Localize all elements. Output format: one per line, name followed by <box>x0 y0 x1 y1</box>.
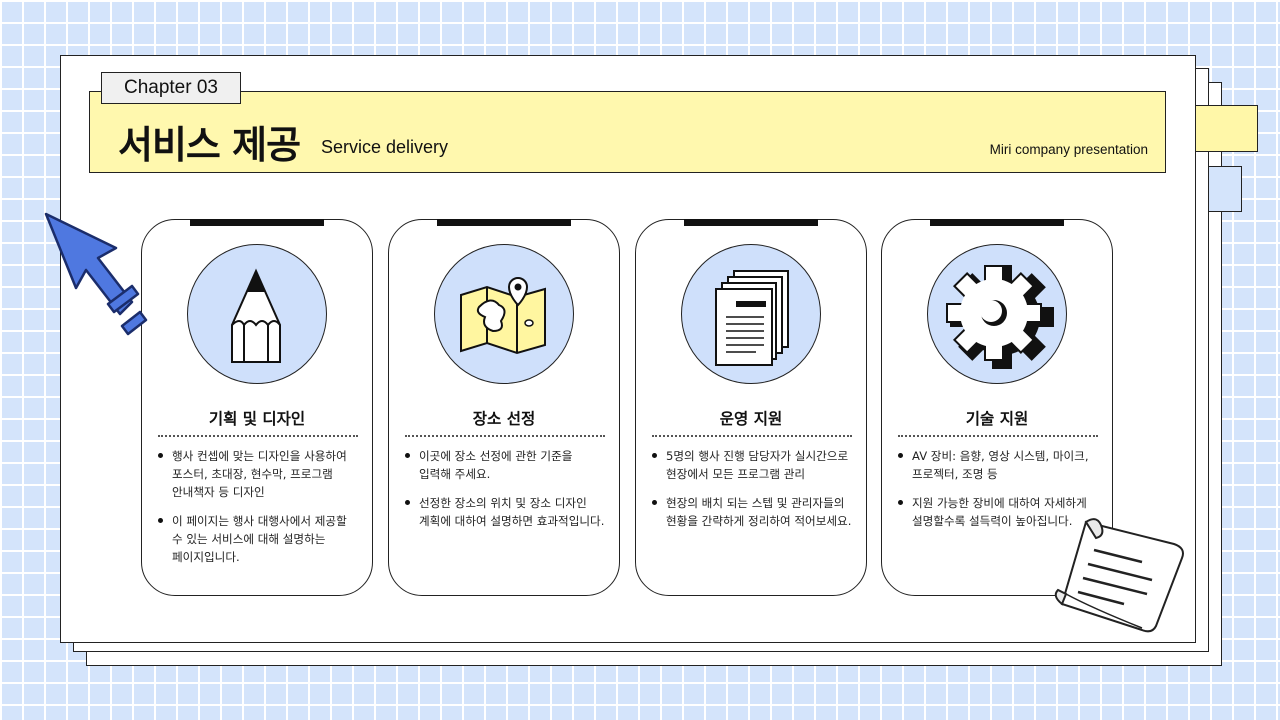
dotted-divider <box>898 435 1098 437</box>
card-title: 기획 및 디자인 <box>208 410 306 428</box>
list-item: 행사 컨셉에 맞는 디자인을 사용하여 포스터, 초대장, 현수막, 프로그램 … <box>158 447 360 501</box>
blue-side-tab <box>1208 166 1242 212</box>
bullet-list: 이곳에 장소 선정에 관한 기준을 입력해 주세요. 선정한 장소의 위치 및 … <box>405 447 607 541</box>
yellow-side-tab <box>1195 105 1258 152</box>
service-card-operations: 운영 지원 5명의 행사 진행 담당자가 실시간으로 현장에서 모든 프로그램 … <box>635 219 867 596</box>
card-top-bar <box>684 219 818 226</box>
icon-circle <box>187 244 327 384</box>
list-item: 이 페이지는 행사 대행사에서 제공할 수 있는 서비스에 대해 설명하는 페이… <box>158 512 360 566</box>
cursor-arrow-icon <box>44 212 148 336</box>
service-card-planning: 기획 및 디자인 행사 컨셉에 맞는 디자인을 사용하여 포스터, 초대장, 현… <box>141 219 373 596</box>
pencil-icon <box>231 268 281 363</box>
title-banner: 서비스 제공 Service delivery Miri company pre… <box>89 91 1166 173</box>
documents-icon <box>715 270 789 366</box>
service-card-venue: 장소 선정 이곳에 장소 선정에 관한 기준을 입력해 주세요. 선정한 장소의… <box>388 219 620 596</box>
gear-icon <box>946 265 1054 369</box>
card-top-bar <box>437 219 571 226</box>
bullet-list: 5명의 행사 진행 담당자가 실시간으로 현장에서 모든 프로그램 관리 현장의… <box>652 447 854 541</box>
dotted-divider <box>652 435 852 437</box>
card-title: 장소 선정 <box>472 410 536 428</box>
list-item: 현장의 배치 되는 스텝 및 관리자들의 현황을 간략하게 정리하여 적어보세요… <box>652 494 854 530</box>
list-item: 5명의 행사 진행 담당자가 실시간으로 현장에서 모든 프로그램 관리 <box>652 447 854 483</box>
card-top-bar <box>930 219 1064 226</box>
company-label: Miri company presentation <box>989 142 1148 157</box>
list-item: 선정한 장소의 위치 및 장소 디자인 계획에 대하여 설명하면 효과적입니다. <box>405 494 607 530</box>
dotted-divider <box>158 435 358 437</box>
paper-scroll-icon <box>1054 518 1184 633</box>
page-title: 서비스 제공 <box>118 123 301 167</box>
page-subtitle: Service delivery <box>321 137 449 157</box>
list-item: 이곳에 장소 선정에 관한 기준을 입력해 주세요. <box>405 447 607 483</box>
list-item: 지원 가능한 장비에 대하여 자세하게 설명할수록 설득력이 높아집니다. <box>898 494 1100 530</box>
map-icon <box>460 277 546 355</box>
chapter-tag: Chapter 03 <box>101 72 241 104</box>
card-title: 기술 지원 <box>965 410 1029 428</box>
bullet-list: AV 장비: 음향, 영상 시스템, 마이크, 프로젝터, 조명 등 지원 가능… <box>898 447 1100 541</box>
card-title: 운영 지원 <box>719 410 783 428</box>
icon-circle <box>927 244 1067 384</box>
icon-circle <box>681 244 821 384</box>
service-card-tech: 기술 지원 AV 장비: 음향, 영상 시스템, 마이크, 프로젝터, 조명 등… <box>881 219 1113 596</box>
list-item: AV 장비: 음향, 영상 시스템, 마이크, 프로젝터, 조명 등 <box>898 447 1100 483</box>
dotted-divider <box>405 435 605 437</box>
icon-circle <box>434 244 574 384</box>
bullet-list: 행사 컨셉에 맞는 디자인을 사용하여 포스터, 초대장, 현수막, 프로그램 … <box>158 447 360 577</box>
card-top-bar <box>190 219 324 226</box>
